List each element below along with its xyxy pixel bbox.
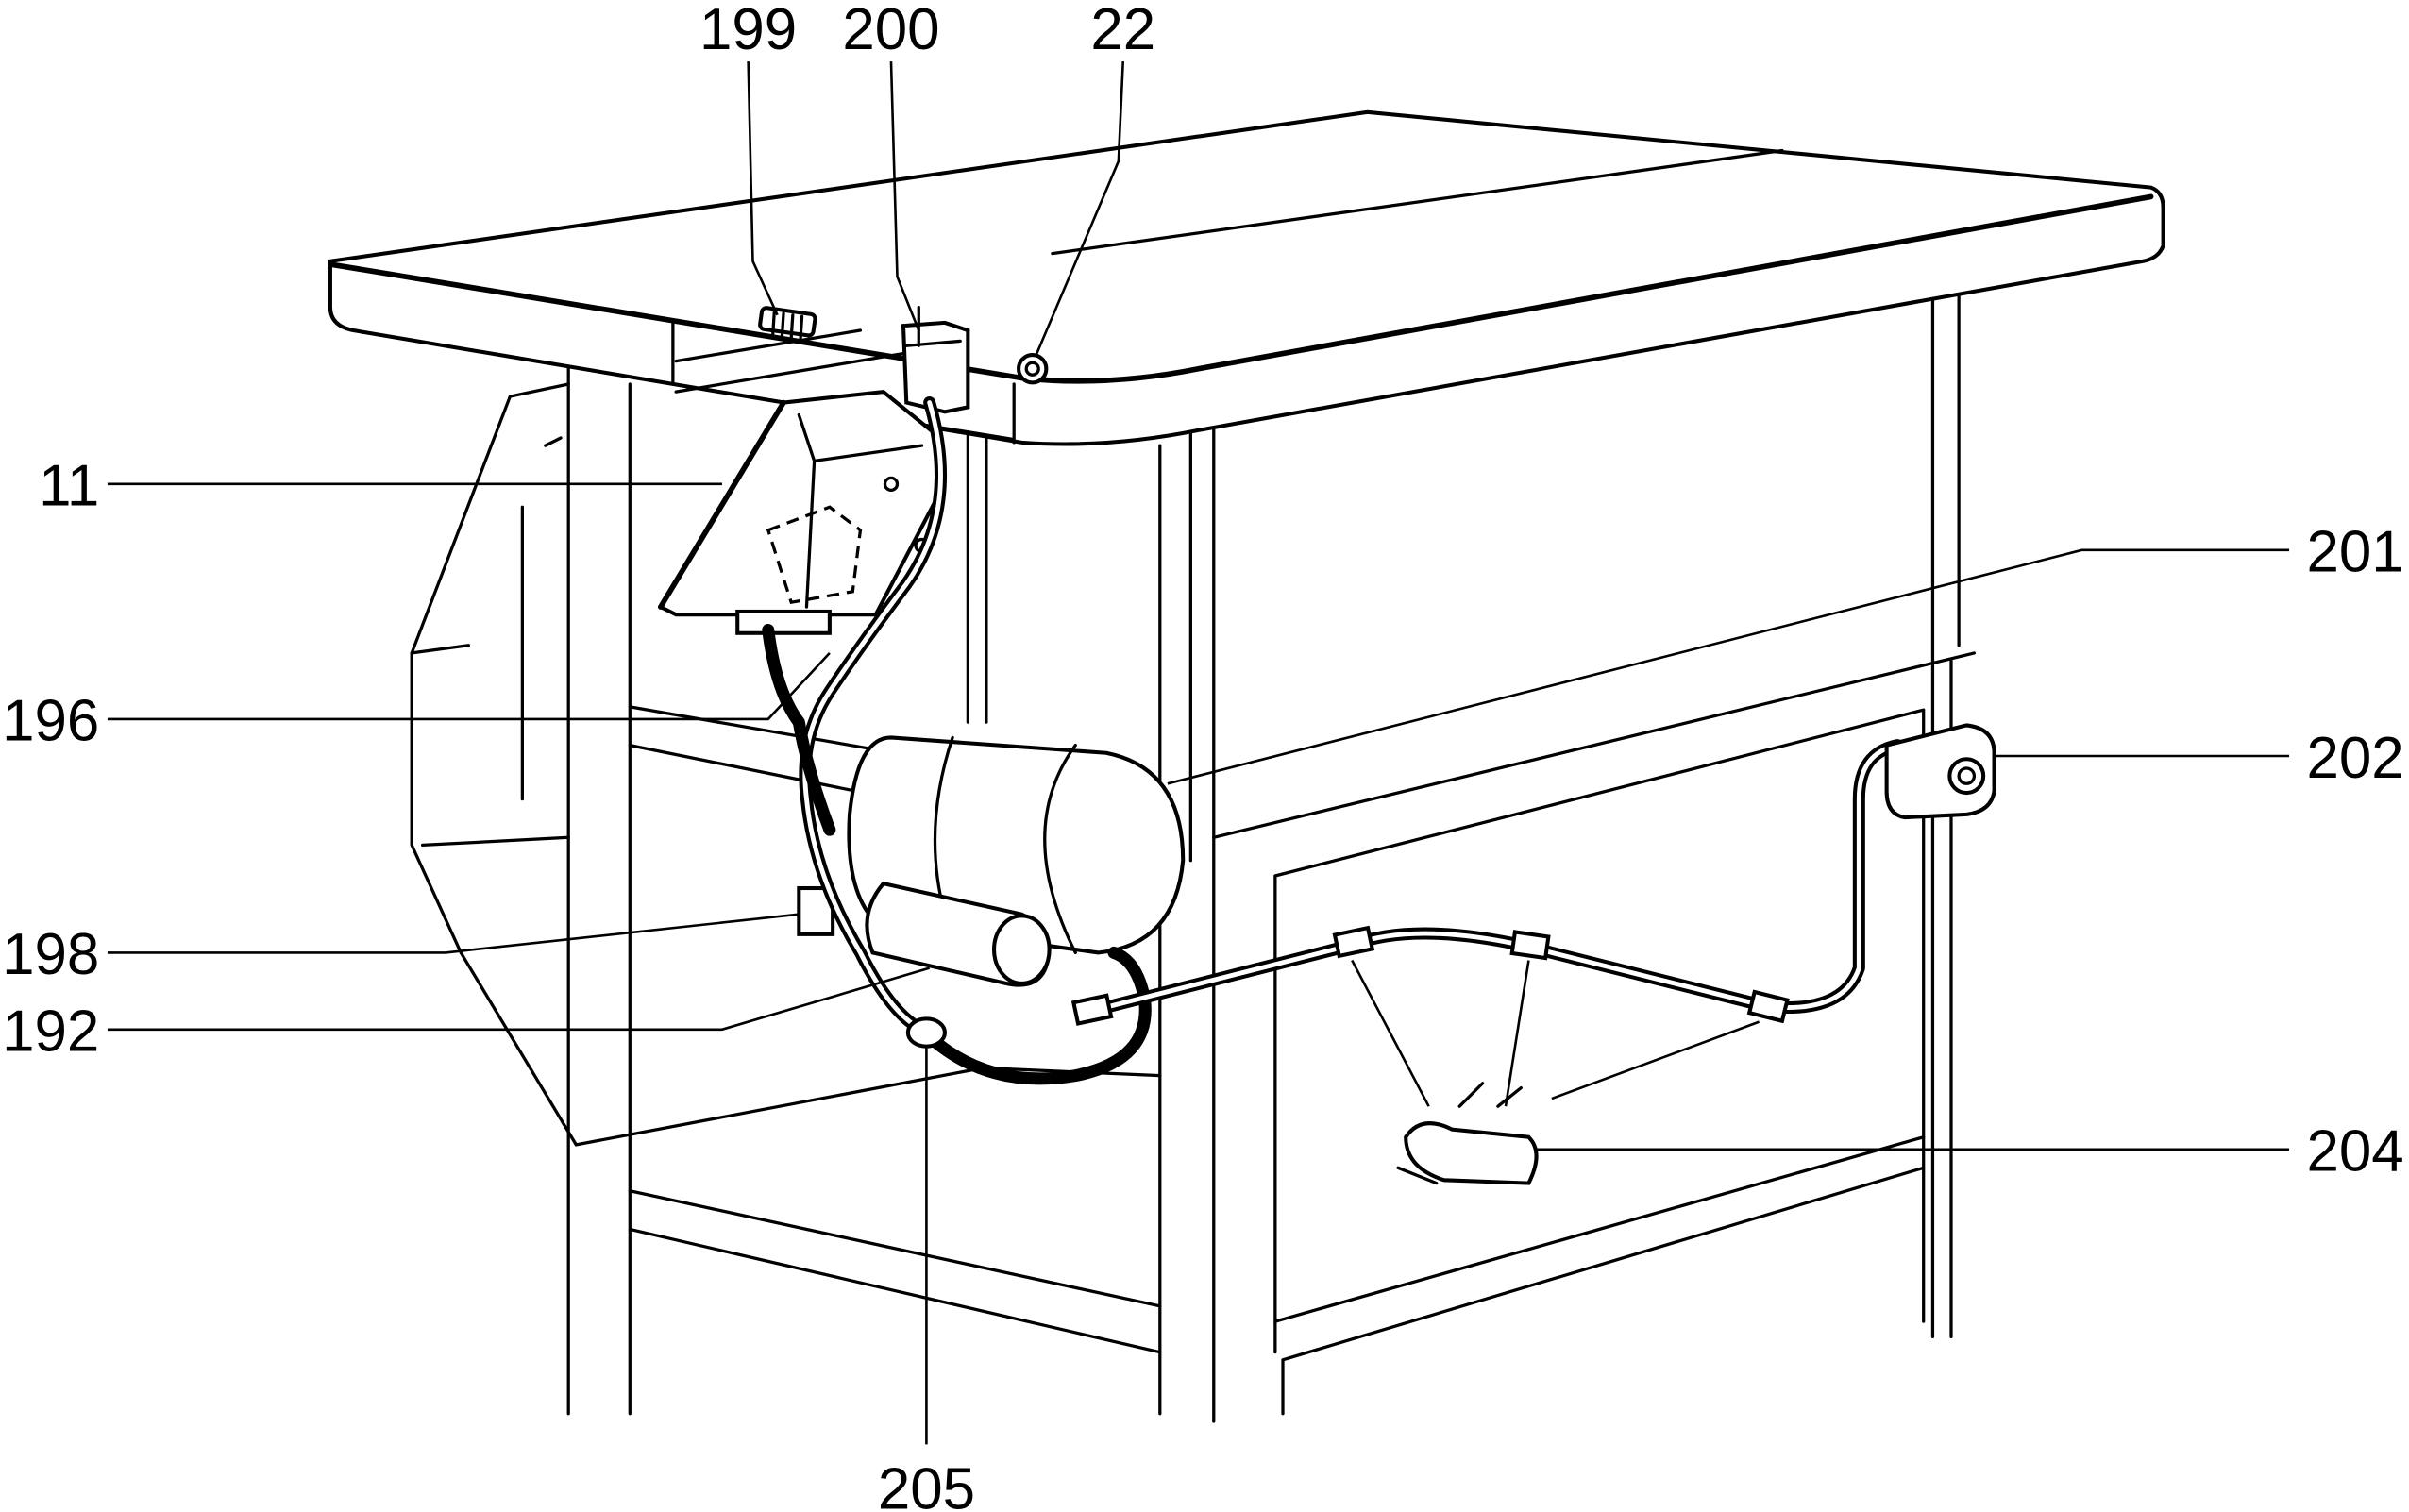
callout-205: 205: [878, 1457, 975, 1512]
nut-22: [1017, 353, 1049, 385]
callout-22: 22: [1090, 0, 1155, 62]
bolt-199: [758, 306, 817, 342]
control-box-11: [657, 390, 943, 635]
callout-192: 192: [2, 1000, 99, 1065]
callout-199: 199: [699, 0, 797, 62]
leader-lines: [107, 61, 2290, 1445]
grommet-205: [905, 1016, 947, 1049]
switch-box-202: [1884, 723, 1996, 820]
callout-204: 204: [2306, 1119, 2403, 1184]
switch-200: [901, 305, 970, 414]
callout-202: 202: [2306, 726, 2403, 791]
callout-201: 201: [2306, 520, 2403, 585]
callout-196: 196: [2, 689, 99, 754]
motor: [797, 735, 1186, 987]
table-frame: [410, 282, 1977, 1423]
callout-198: 198: [2, 922, 99, 987]
callout-200: 200: [842, 0, 939, 62]
callout-11: 11: [39, 454, 99, 519]
cables: [762, 396, 1904, 1085]
table-top: [328, 109, 2165, 446]
cable-clip-204: [1351, 959, 1760, 1185]
